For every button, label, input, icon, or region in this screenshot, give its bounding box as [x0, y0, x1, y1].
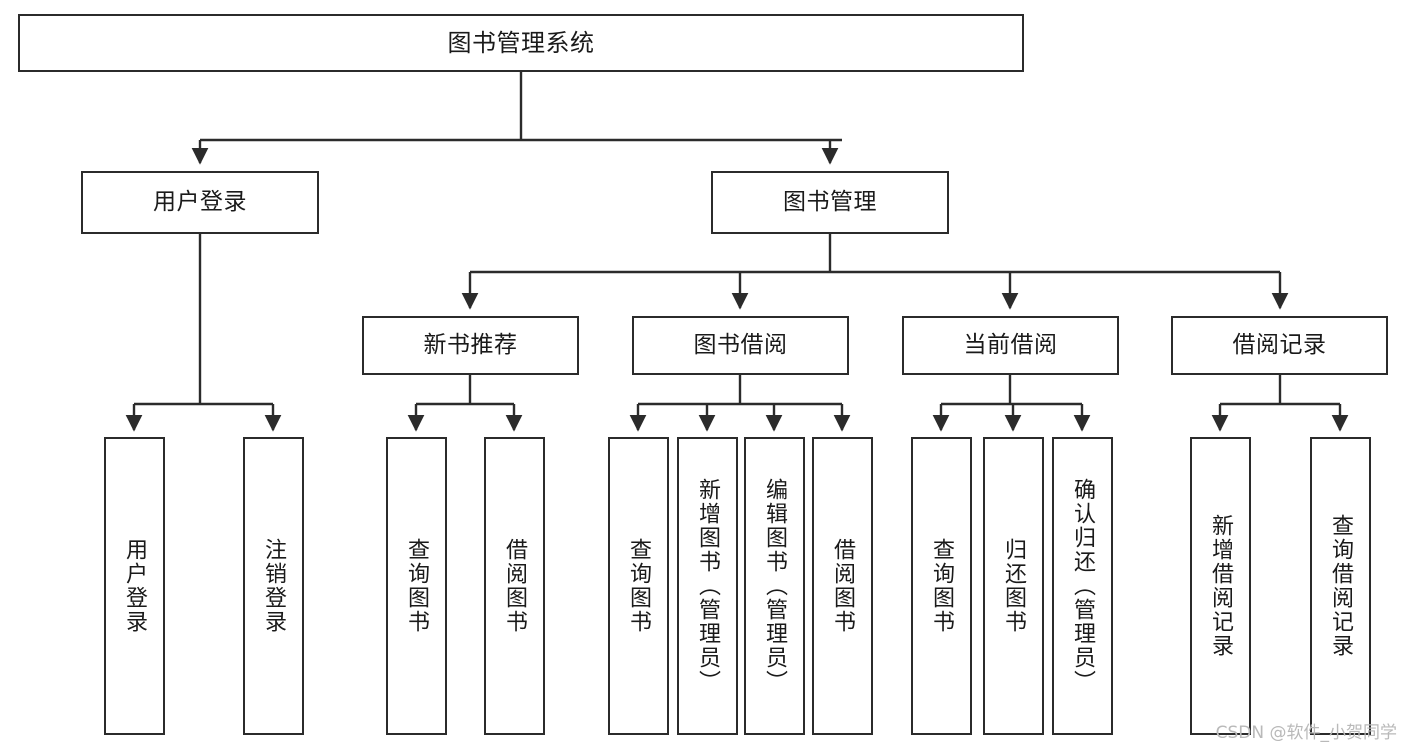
leaf-borrow-book-recommend-label: 借阅图书 — [502, 538, 528, 634]
leaf-add-borrow-record[interactable]: 新增借阅记录 — [1190, 437, 1251, 735]
node-root-label: 图书管理系统 — [447, 28, 595, 57]
leaf-borrow-book-label: 借阅图书 — [830, 538, 856, 634]
edge-borrow-to-leaves — [629, 375, 851, 432]
leaf-add-book-admin[interactable]: 新增图书（管理员） — [677, 437, 738, 735]
leaf-query-book-current[interactable]: 查询图书 — [911, 437, 972, 735]
leaf-borrow-book[interactable]: 借阅图书 — [812, 437, 873, 735]
leaf-add-borrow-record-label: 新增借阅记录 — [1208, 514, 1234, 658]
leaf-query-book-borrow-label: 查询图书 — [626, 538, 652, 634]
leaf-confirm-return-admin[interactable]: 确认归还（管理员） — [1052, 437, 1113, 735]
leaf-logout[interactable]: 注销登录 — [243, 437, 304, 735]
node-user-login[interactable]: 用户登录 — [81, 171, 319, 234]
leaf-edit-book-admin[interactable]: 编辑图书（管理员） — [744, 437, 805, 735]
node-current-borrow[interactable]: 当前借阅 — [902, 316, 1119, 375]
csdn-watermark: CSDN @软件_小贺同学 — [1215, 723, 1397, 743]
leaf-query-borrow-record[interactable]: 查询借阅记录 — [1310, 437, 1371, 735]
leaf-return-book-label: 归还图书 — [1001, 538, 1027, 634]
node-book-borrow-label: 图书借阅 — [693, 331, 788, 358]
leaf-query-book-current-label: 查询图书 — [929, 538, 955, 634]
leaf-user-login[interactable]: 用户登录 — [104, 437, 165, 735]
leaf-logout-label: 注销登录 — [261, 538, 287, 634]
node-current-borrow-label: 当前借阅 — [963, 331, 1058, 358]
leaf-add-book-admin-label: 新增图书（管理员） — [695, 478, 721, 694]
edge-records-to-leaves — [1211, 375, 1349, 432]
node-user-login-label: 用户登录 — [153, 188, 247, 215]
edge-userlogin-to-leaves — [125, 234, 282, 432]
node-book-management[interactable]: 图书管理 — [711, 171, 949, 234]
edge-current-to-leaves — [932, 375, 1091, 432]
leaf-edit-book-admin-label: 编辑图书（管理员） — [762, 478, 788, 694]
leaf-query-book-borrow[interactable]: 查询图书 — [608, 437, 669, 735]
node-new-book-recommend[interactable]: 新书推荐 — [362, 316, 579, 375]
node-book-borrow[interactable]: 图书借阅 — [632, 316, 849, 375]
leaf-query-borrow-record-label: 查询借阅记录 — [1328, 514, 1354, 658]
edge-newbook-to-leaves — [407, 375, 523, 432]
leaf-user-login-label: 用户登录 — [122, 538, 148, 634]
node-new-book-recommend-label: 新书推荐 — [423, 331, 518, 358]
leaf-borrow-book-recommend[interactable]: 借阅图书 — [484, 437, 545, 735]
leaf-query-book-recommend-label: 查询图书 — [404, 538, 430, 634]
leaf-query-book-recommend[interactable]: 查询图书 — [386, 437, 447, 735]
leaf-confirm-return-admin-label: 确认归还（管理员） — [1070, 478, 1096, 694]
node-root[interactable]: 图书管理系统 — [18, 14, 1024, 72]
node-borrow-record[interactable]: 借阅记录 — [1171, 316, 1388, 375]
node-borrow-record-label: 借阅记录 — [1232, 331, 1327, 358]
edge-root-to-level2 — [191, 72, 842, 165]
leaf-return-book[interactable]: 归还图书 — [983, 437, 1044, 735]
edge-bookmgmt-to-level3 — [461, 234, 1289, 310]
node-book-management-label: 图书管理 — [783, 188, 877, 215]
